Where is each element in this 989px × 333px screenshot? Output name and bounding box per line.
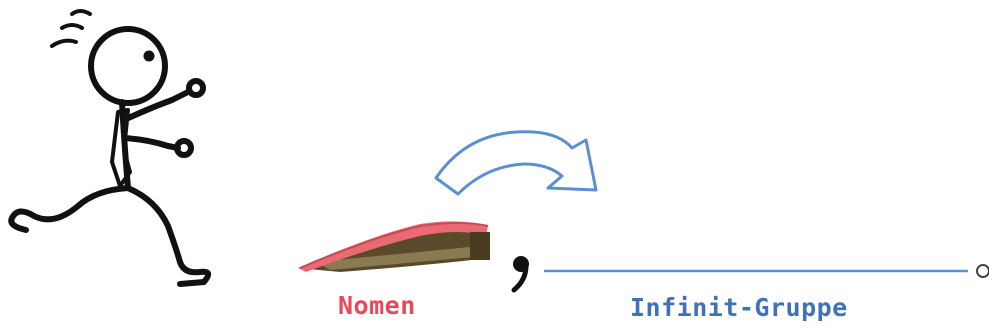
running-stick-figure-icon (11, 11, 208, 284)
springboard-icon (298, 221, 490, 272)
small-circle-icon (977, 265, 989, 277)
nomen-label: Nomen (338, 291, 416, 320)
curved-jump-arrow-icon (436, 132, 596, 194)
infinitive-group-label: Infinit-Gruppe (630, 293, 848, 322)
comma-glyph (513, 256, 529, 290)
